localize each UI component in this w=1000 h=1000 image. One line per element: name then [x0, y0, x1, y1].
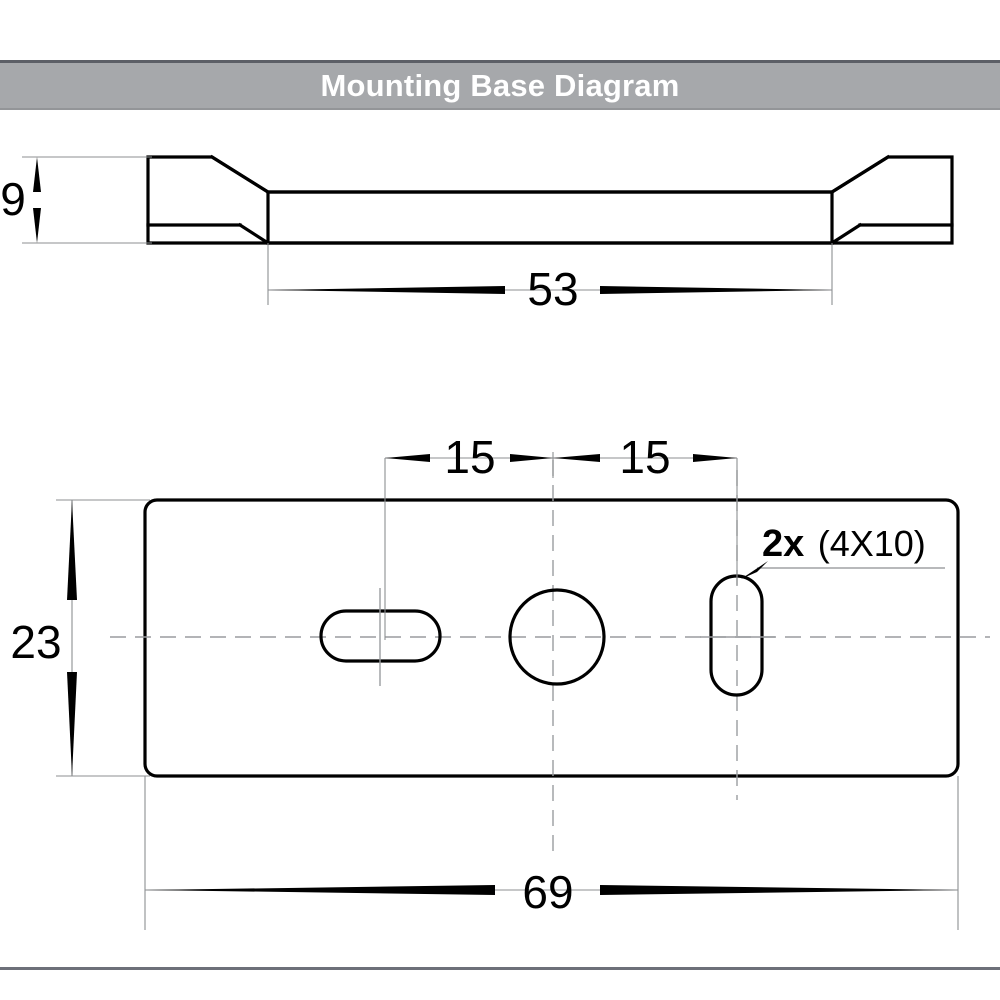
dim15-left-arrow-end: [510, 454, 553, 462]
plate-width-dimension-text: 69: [522, 866, 573, 918]
profile-left-chamfer: [209, 154, 271, 246]
height-arrow-down: [33, 208, 41, 243]
dim23-arrow-up: [67, 500, 77, 600]
slot-callout-arrowhead: [741, 561, 768, 579]
bottom-divider: [0, 967, 1000, 970]
dim23-arrow-down: [67, 672, 77, 776]
header-banner: Mounting Base Diagram: [0, 60, 1000, 110]
dim15-right-arrow-end: [693, 454, 737, 462]
dim15-left-arrow-start: [385, 454, 430, 462]
dim69-arrow-right: [600, 885, 958, 895]
page-title: Mounting Base Diagram: [320, 68, 680, 103]
center-hole: [508, 588, 606, 686]
dim15-right-arrow-start: [553, 454, 600, 462]
plate-outline: [143, 498, 960, 778]
plan-view: 15 15 2x (4X10) 23: [10, 431, 990, 930]
side-profile-view: 9 53: [0, 154, 954, 315]
slot-offset-right-dimension-text: 15: [619, 431, 670, 483]
slot-offset-left-dimension-text: 15: [444, 431, 495, 483]
height-arrow-up: [33, 157, 41, 192]
plate-height-dimension-text: 23: [10, 616, 61, 668]
center-width-dimension-text: 53: [527, 263, 578, 315]
slot-callout-note: 2x (4X10): [762, 523, 926, 565]
profile-raised-block: [266, 190, 834, 245]
profile-right-chamfer: [829, 154, 891, 246]
width53-arrow-right: [600, 286, 832, 294]
width53-arrow-left: [268, 286, 505, 294]
slot-callout-quantity: 2x: [762, 523, 804, 565]
height-dimension-text: 9: [0, 173, 26, 225]
dim69-arrow-left: [145, 885, 495, 895]
slot-callout-spec: (4X10): [818, 523, 926, 564]
